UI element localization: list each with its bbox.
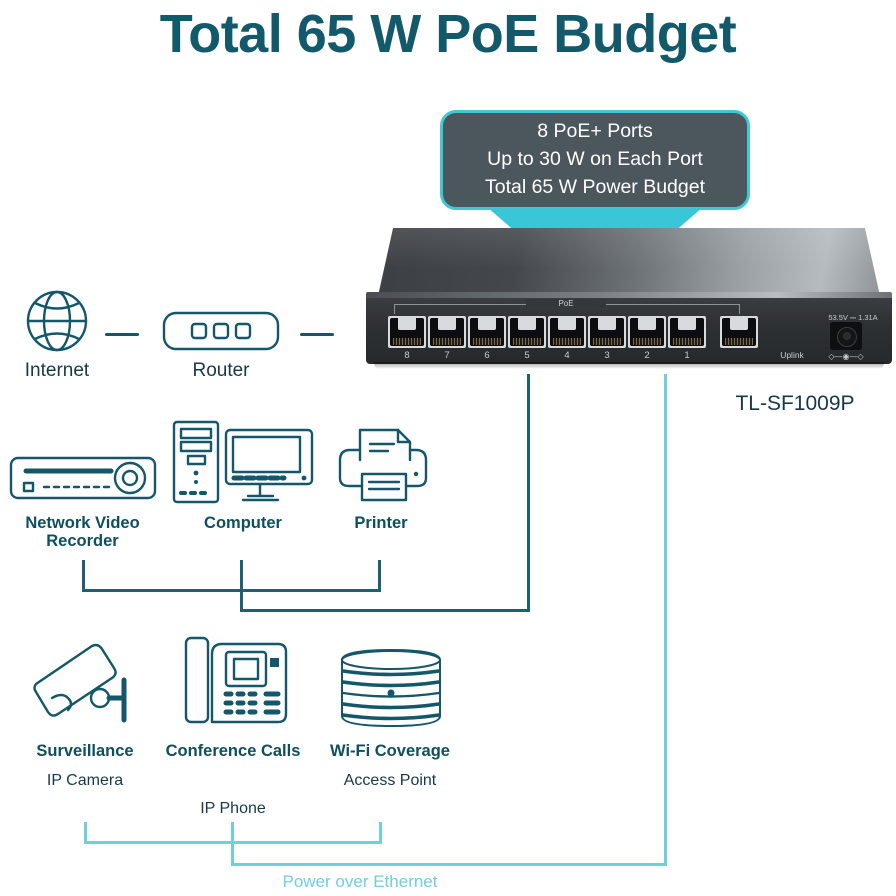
port-number-2: 2	[644, 350, 650, 361]
callout-line-ports: 8 PoE+ Ports	[537, 120, 653, 143]
conference-calls-label: Conference Calls	[165, 742, 301, 760]
printer-icon	[336, 424, 428, 509]
wifi-coverage-label: Wi-Fi Coverage	[330, 742, 450, 760]
power-rating-label: 53.5V ⎓ 1.31A	[828, 313, 878, 322]
surveillance-label: Surveillance	[36, 742, 134, 760]
port-number-7: 7	[444, 350, 450, 361]
link-row2-riser	[527, 374, 530, 612]
port-number-3: 3	[604, 350, 610, 361]
switch-top-panel	[378, 228, 880, 296]
port-number-8: 8	[404, 350, 410, 361]
nvr-label: Network Video Recorder	[25, 514, 140, 551]
rj45-port-4[interactable]	[548, 316, 586, 348]
poe-spec-callout-box: 8 PoE+ Ports Up to 30 W on Each Port Tot…	[440, 110, 750, 210]
nvr-icon	[8, 452, 158, 509]
callout-line-per-port: Up to 30 W on Each Port	[487, 148, 703, 171]
rj45-port-6[interactable]	[468, 316, 506, 348]
polarity-symbol-icon: ◇—◉—◇	[828, 352, 864, 361]
callout-line-budget: Total 65 W Power Budget	[484, 175, 706, 198]
ip-camera-icon	[28, 640, 148, 737]
access-point-label: Access Point	[343, 772, 437, 789]
poe-bus-upper	[84, 841, 382, 844]
link-row2-bus-upper	[82, 589, 381, 592]
switch-drop-shadow	[374, 362, 884, 369]
globe-icon	[2, 288, 112, 359]
router-icon	[160, 305, 282, 362]
rj45-port-7[interactable]	[428, 316, 466, 348]
uplink-port-label: Uplink	[780, 350, 804, 360]
network-switch-device: PoE 8 7 6 5 4 3 2 1	[366, 228, 892, 374]
link-printer-drop	[378, 560, 381, 592]
switch-top-sheen	[378, 228, 880, 296]
internet-label: Internet	[24, 360, 90, 381]
router-label: Router	[192, 360, 250, 381]
port-number-row: 8 7 6 5 4 3 2 1	[388, 350, 706, 362]
port-number-6: 6	[484, 350, 490, 361]
computer-icon	[168, 420, 318, 511]
rj45-port-8[interactable]	[388, 316, 426, 348]
poe-group-label: PoE	[526, 299, 606, 308]
poe-link-ap-drop	[379, 822, 382, 844]
poe-bus-lower	[231, 863, 667, 866]
ip-phone-label: IP Phone	[200, 800, 266, 817]
port-row	[388, 316, 758, 348]
rj45-port-uplink[interactable]	[720, 316, 758, 348]
ip-phone-icon	[182, 632, 292, 737]
link-row2-bus-lower	[240, 609, 530, 612]
poe-riser	[664, 374, 667, 864]
rj45-port-2[interactable]	[628, 316, 666, 348]
ip-camera-label: IP Camera	[46, 772, 124, 789]
poe-link-camera-drop	[84, 822, 87, 844]
port-number-5: 5	[524, 350, 530, 361]
link-dash-internet-router	[105, 333, 139, 336]
link-computer-drop	[240, 560, 243, 612]
switch-front-lip	[366, 292, 892, 300]
rj45-port-1[interactable]	[668, 316, 706, 348]
device-model-label: TL-SF1009P	[735, 392, 855, 415]
port-number-1: 1	[684, 350, 690, 361]
poe-link-phone-drop	[231, 822, 234, 866]
access-point-icon	[332, 646, 450, 735]
poe-spec-callout: 8 PoE+ Ports Up to 30 W on Each Port Tot…	[440, 110, 750, 210]
rj45-port-3[interactable]	[588, 316, 626, 348]
switch-front-face: PoE 8 7 6 5 4 3 2 1	[366, 298, 892, 364]
port-number-4: 4	[564, 350, 570, 361]
printer-label: Printer	[354, 514, 408, 532]
rj45-port-5[interactable]	[508, 316, 546, 348]
link-dash-router-switch	[300, 333, 334, 336]
computer-label: Computer	[204, 514, 282, 532]
power-over-ethernet-label: Power over Ethernet	[282, 872, 438, 891]
link-nvr-drop	[82, 560, 85, 592]
dc-power-jack[interactable]	[830, 322, 862, 350]
page-title: Total 65 W PoE Budget	[159, 4, 737, 64]
